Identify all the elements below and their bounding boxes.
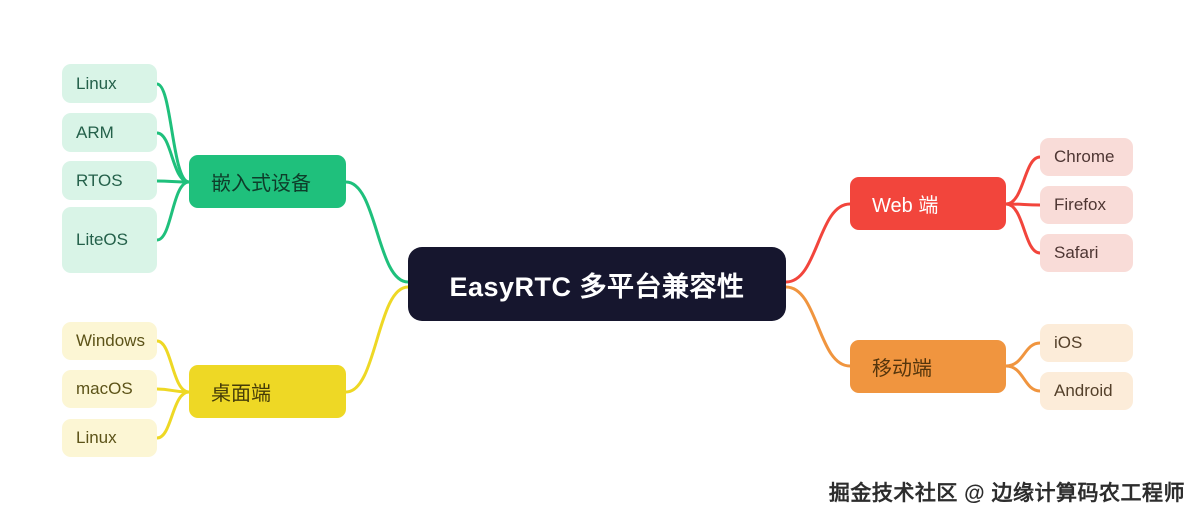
node-mobile[interactable]: 移动端 xyxy=(850,340,1006,393)
node-desktop-child-windows[interactable]: Windows xyxy=(62,322,157,360)
connector-center-embedded xyxy=(344,180,410,284)
connector-desktop-windows xyxy=(155,339,191,394)
leaf-label: LiteOS xyxy=(76,230,128,249)
node-center-label: EasyRTC 多平台兼容性 xyxy=(449,271,745,302)
leaf-label: Android xyxy=(1054,381,1113,400)
leaf-label: ARM xyxy=(76,122,114,142)
connector-center-mobile xyxy=(784,285,852,368)
node-web-child-safari[interactable]: Safari xyxy=(1040,234,1133,272)
connector-mobile-ios xyxy=(1004,341,1042,368)
leaf-label: Windows xyxy=(76,331,145,350)
connector-embedded-linux xyxy=(155,82,191,184)
node-embedded-child-arm[interactable]: ARM xyxy=(62,113,157,152)
node-embedded-child-liteos[interactable]: LiteOS xyxy=(62,207,157,273)
connector-embedded-liteos xyxy=(155,180,191,242)
node-desktop[interactable]: 桌面端 xyxy=(189,365,346,418)
leaf-label: Firefox xyxy=(1054,195,1106,214)
node-embedded-child-rtos[interactable]: RTOS xyxy=(62,161,157,200)
leaf-label: Safari xyxy=(1054,243,1099,262)
connector-embedded-rtos xyxy=(155,179,191,184)
node-mobile-label: 移动端 xyxy=(872,358,932,380)
node-desktop-child-linux[interactable]: Linux xyxy=(62,419,157,457)
node-mobile-child-android[interactable]: Android xyxy=(1040,372,1133,410)
connector-center-web xyxy=(784,202,852,284)
connector-center-desktop xyxy=(344,285,410,394)
connector-desktop-linux xyxy=(155,390,191,440)
leaf-label: macOS xyxy=(76,379,133,398)
leaf-label: Linux xyxy=(76,73,117,93)
leaf-label: RTOS xyxy=(76,170,123,190)
node-web-label: Web 端 xyxy=(872,195,939,217)
leaf-label: Linux xyxy=(76,428,117,447)
node-desktop-child-macos[interactable]: macOS xyxy=(62,370,157,408)
node-desktop-label: 桌面端 xyxy=(211,383,271,405)
connector-web-safari xyxy=(1004,202,1042,255)
node-web-child-firefox[interactable]: Firefox xyxy=(1040,186,1133,224)
node-web[interactable]: Web 端 xyxy=(850,177,1006,230)
connector-mobile-android xyxy=(1004,364,1042,393)
node-embedded-label: 嵌入式设备 xyxy=(211,173,311,195)
node-center[interactable]: EasyRTC 多平台兼容性 xyxy=(408,247,786,321)
node-mobile-child-ios[interactable]: iOS xyxy=(1040,324,1133,362)
node-embedded[interactable]: 嵌入式设备 xyxy=(189,155,346,208)
leaf-label: Chrome xyxy=(1054,147,1115,166)
node-embedded-child-linux[interactable]: Linux xyxy=(62,64,157,103)
connector-web-chrome xyxy=(1004,155,1042,206)
leaf-label: iOS xyxy=(1054,333,1083,352)
watermark-text: 掘金技术社区 @ 边缘计算码农工程师 xyxy=(828,482,1185,505)
node-web-child-chrome[interactable]: Chrome xyxy=(1040,138,1133,176)
